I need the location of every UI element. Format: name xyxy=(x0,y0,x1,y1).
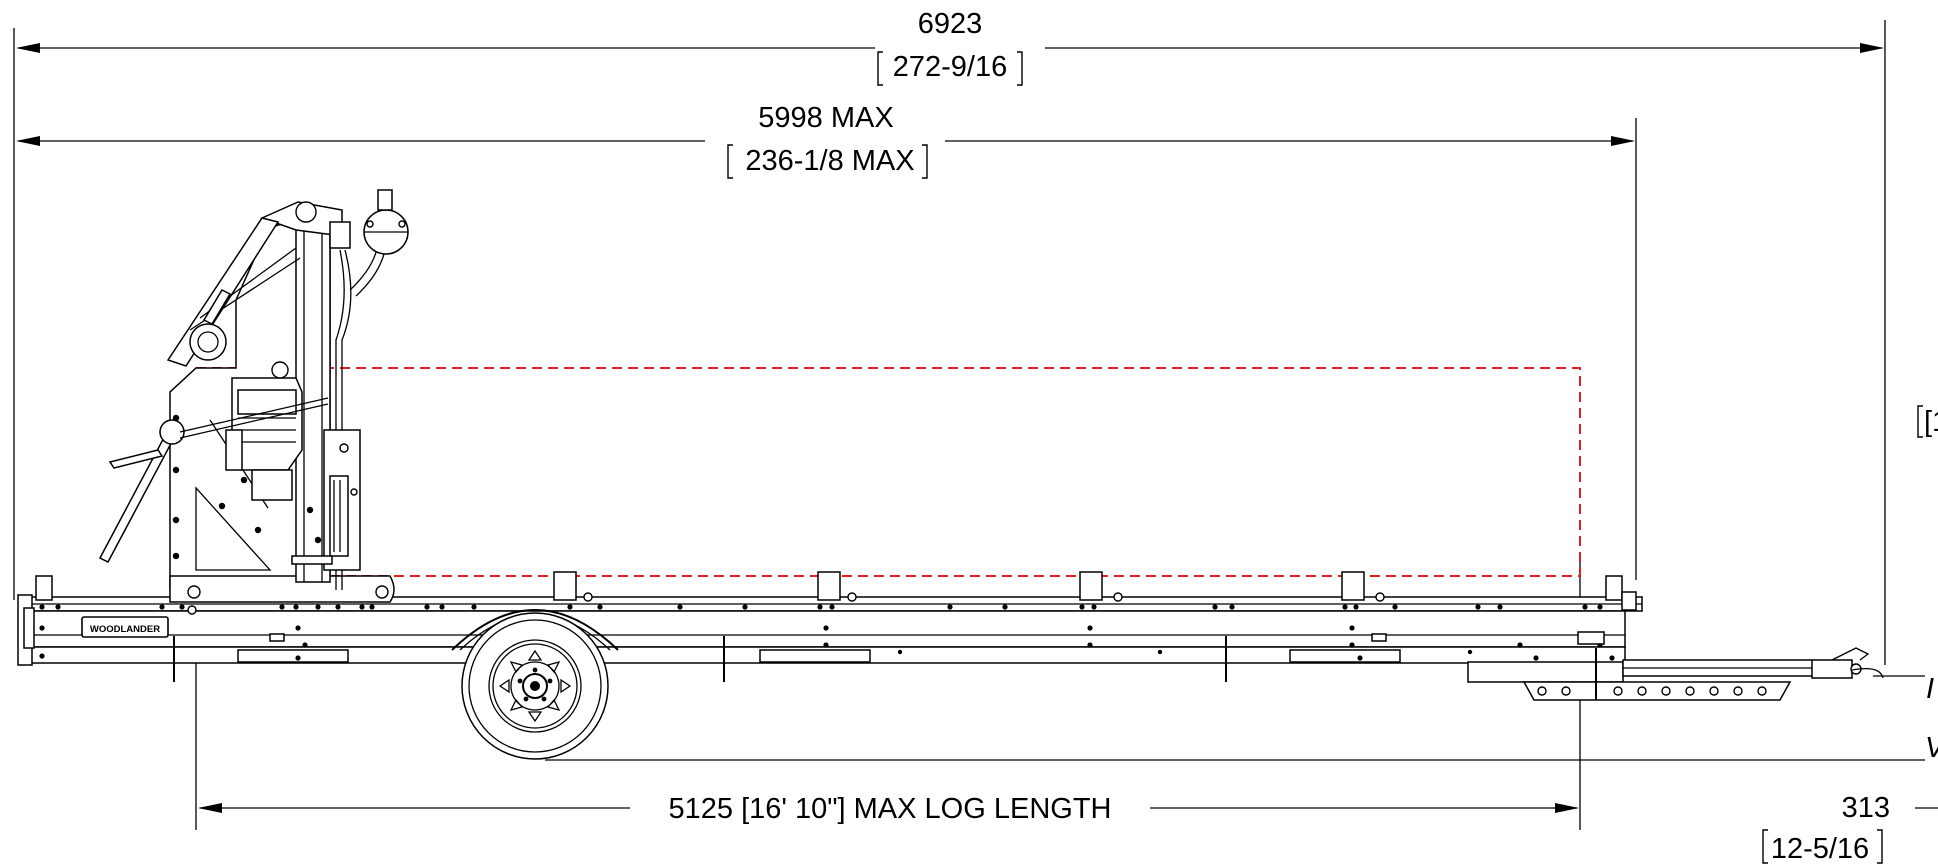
trailer-tongue xyxy=(1467,647,1884,701)
triangle-cutout xyxy=(195,486,272,571)
rail-slot-1 xyxy=(269,633,285,642)
arrowhead-left xyxy=(198,803,222,813)
bunk-stop-left xyxy=(35,575,53,601)
plate-bolts xyxy=(172,414,322,560)
arrowhead-right xyxy=(1555,803,1579,813)
safety-chain xyxy=(1851,667,1884,679)
lift-cable-2 xyxy=(341,249,352,590)
bracket-close xyxy=(922,144,928,179)
fuel-cap xyxy=(271,361,289,379)
max-cut-length-imperial: 236-1/8 MAX xyxy=(745,145,914,177)
carriage-roller-front xyxy=(187,585,201,599)
tire-tread xyxy=(468,619,602,753)
bunk-stop-right xyxy=(1605,575,1623,601)
crank-handle xyxy=(202,289,232,325)
rail-slot-2 xyxy=(1371,633,1387,642)
throttle-cable xyxy=(179,397,329,433)
hub-ring xyxy=(510,661,560,711)
dog-pin-3 xyxy=(1113,592,1123,602)
overall-length-dimension: 6923 272-9/16 xyxy=(13,8,1886,665)
blade-foot xyxy=(291,555,333,565)
lug-nuts xyxy=(517,667,553,702)
bracket-open xyxy=(1917,405,1923,438)
frame-bolts xyxy=(39,604,1615,661)
bracket-open xyxy=(1762,829,1768,864)
arrowhead-left xyxy=(16,43,40,53)
engine-pullstart xyxy=(225,429,243,471)
tongue-holes xyxy=(1537,686,1767,696)
right-cut-letter-1: I xyxy=(1926,673,1934,705)
lift-cable xyxy=(335,249,345,590)
trailer-frame xyxy=(17,571,1643,682)
level-rail-2 xyxy=(759,649,871,663)
blade-teeth xyxy=(333,480,341,552)
brand-plate-text: WOODLANDER xyxy=(90,624,160,635)
tongue-plate xyxy=(1522,681,1792,701)
level-rail-3 xyxy=(1289,649,1401,663)
rail-reflector xyxy=(1577,631,1605,645)
overall-length-metric: 6923 xyxy=(918,8,983,40)
rear-latch xyxy=(1621,591,1637,611)
bunk-dog-4 xyxy=(1341,571,1365,601)
engine-base xyxy=(251,469,293,501)
max-cut-length-metric: 5998 MAX xyxy=(758,102,893,134)
left-end-plate xyxy=(23,607,35,649)
arrowhead-left xyxy=(16,136,40,146)
arrowhead-right xyxy=(1611,136,1635,146)
top-block xyxy=(329,221,351,249)
rim-outer xyxy=(488,639,582,733)
top-pulley xyxy=(295,201,317,223)
max-cut-length-dimension: 5998 MAX 236-1/8 MAX xyxy=(16,102,1637,580)
throttle-lever xyxy=(108,449,164,469)
bunk-dog-2 xyxy=(817,571,841,601)
brand-plate: WOODLANDER xyxy=(81,616,169,638)
engine-shroud xyxy=(237,389,297,415)
bracket-close xyxy=(1877,829,1883,864)
overall-length-imperial: 272-9/16 xyxy=(893,51,1008,83)
dog-pin-2 xyxy=(847,592,857,602)
sawmill-head xyxy=(98,189,409,615)
rear-overhang-dimension: 313 12-5/16 xyxy=(1762,792,1938,865)
bracket-open xyxy=(727,144,733,179)
gauge-cap xyxy=(377,189,393,211)
right-truncated-dimension: [1 I V xyxy=(545,405,1938,764)
crank-wheel xyxy=(189,323,227,361)
dog-pin-4 xyxy=(1375,592,1385,602)
bracket-close xyxy=(1017,51,1023,86)
carriage-roller xyxy=(375,585,389,599)
brand-plate-frame xyxy=(81,616,169,638)
bunk-dog-1 xyxy=(553,571,577,601)
hub-center xyxy=(530,681,540,691)
rim-inner xyxy=(492,643,578,729)
max-log-length-label: 5125 [16' 10"] MAX LOG LENGTH xyxy=(669,793,1112,825)
arrowhead-right xyxy=(1860,43,1884,53)
throttle-cable-2 xyxy=(179,403,329,439)
bunk-dog-3 xyxy=(1079,571,1103,601)
rim-vents xyxy=(498,649,572,723)
fender xyxy=(451,609,619,651)
hub-cap xyxy=(522,673,548,699)
max-log-envelope xyxy=(195,367,1581,577)
axle-assembly xyxy=(451,609,619,760)
right-cut-letter-2: V xyxy=(1925,732,1938,764)
tongue-bracket xyxy=(1467,661,1624,683)
rear-overhang-metric: 313 xyxy=(1842,792,1890,824)
throttle-pivot xyxy=(159,419,185,445)
hitch-latch xyxy=(1831,647,1870,661)
crank-hub xyxy=(197,331,219,353)
blade-housing xyxy=(329,475,349,557)
right-cut-text: [1 xyxy=(1924,406,1938,438)
rear-overhang-imperial: 12-5/16 xyxy=(1771,833,1869,865)
dog-pin-1 xyxy=(583,592,593,602)
carriage-wheel xyxy=(187,605,197,615)
carriage-foot xyxy=(169,575,395,603)
throttle-handle xyxy=(98,429,178,563)
bracket-open xyxy=(877,51,883,86)
level-rail-1 xyxy=(237,649,349,663)
hitch-coupler xyxy=(1811,659,1853,679)
